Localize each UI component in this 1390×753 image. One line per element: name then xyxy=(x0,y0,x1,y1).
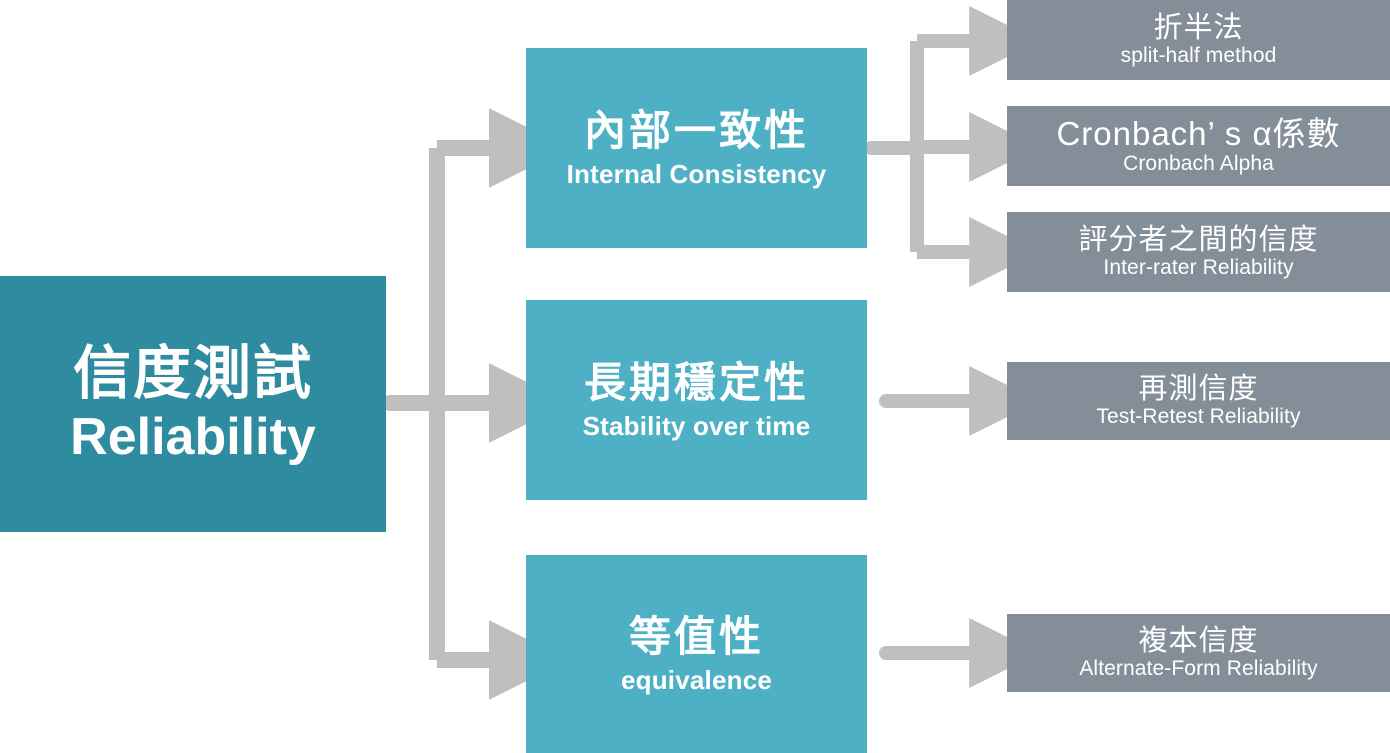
root-label-cn: 信度測試 xyxy=(72,340,313,406)
internal-consistency-branch-connector xyxy=(864,6,1040,287)
node-label-cn: 等值性 xyxy=(628,613,764,661)
node-label-en: equivalence xyxy=(620,664,773,695)
node-label-cn: 再測信度 xyxy=(1138,372,1259,405)
node-label-cn: Cronbach’ s α係數 xyxy=(1056,115,1341,153)
node-label-cn: 長期穩定性 xyxy=(583,359,809,407)
node-inter-rater-reliability[interactable]: 評分者之間的信度 Inter-rater Reliability xyxy=(1007,212,1390,292)
node-internal-consistency[interactable]: 內部一致性 Internal Consistency xyxy=(526,48,867,248)
node-label-en: split-half method xyxy=(1120,43,1277,67)
node-label-en: Cronbach Alpha xyxy=(1123,151,1274,175)
node-label-en: Stability over time xyxy=(582,410,811,441)
node-label-cn: 內部一致性 xyxy=(583,107,809,155)
node-label-en: Test-Retest Reliability xyxy=(1096,404,1301,428)
node-label-cn: 折半法 xyxy=(1153,11,1244,44)
root-label-en: Reliability xyxy=(70,408,316,467)
node-label-cn: 複本信度 xyxy=(1138,624,1259,657)
node-label-cn: 評分者之間的信度 xyxy=(1078,223,1319,256)
node-label-en: Alternate-Form Reliability xyxy=(1079,656,1318,680)
node-label-en: Inter-rater Reliability xyxy=(1103,255,1294,279)
node-test-retest-reliability[interactable]: 再測信度 Test-Retest Reliability xyxy=(1007,362,1390,440)
root-branch-connector xyxy=(382,108,569,700)
node-equivalence[interactable]: 等值性 equivalence xyxy=(526,555,867,753)
node-reliability-root[interactable]: 信度測試 Reliability xyxy=(0,276,386,532)
node-cronbach-alpha[interactable]: Cronbach’ s α係數 Cronbach Alpha xyxy=(1007,106,1390,186)
node-alternate-form-reliability[interactable]: 複本信度 Alternate-Form Reliability xyxy=(1007,614,1390,692)
node-split-half-method[interactable]: 折半法 split-half method xyxy=(1007,0,1390,80)
node-label-en: Internal Consistency xyxy=(566,158,827,189)
node-stability-over-time[interactable]: 長期穩定性 Stability over time xyxy=(526,300,867,500)
